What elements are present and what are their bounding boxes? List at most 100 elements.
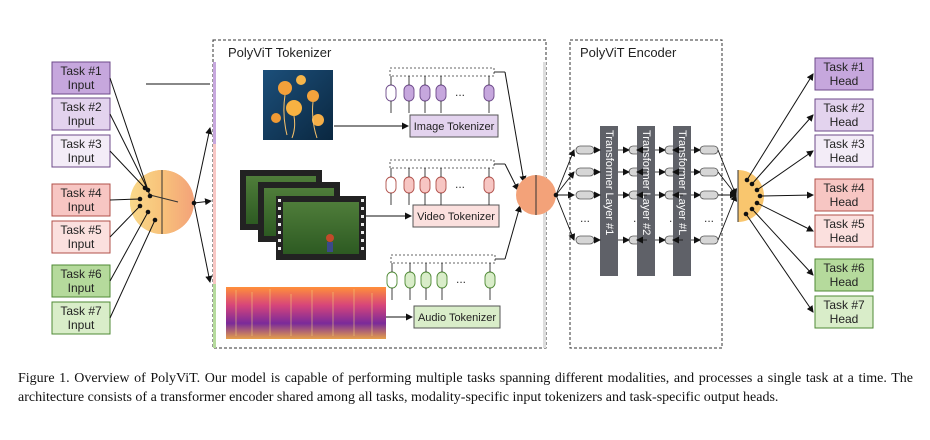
image-tokenizer-box: Image Tokenizer [409, 114, 499, 138]
token [436, 271, 448, 289]
video-tokenizer-box: Video Tokenizer [412, 204, 500, 228]
input-sublabel: Input [68, 318, 95, 332]
encoder-input-arrow [555, 149, 576, 196]
svg-text:Image Tokenizer: Image Tokenizer [414, 121, 495, 133]
input-sublabel: Input [68, 281, 95, 295]
input-sublabel: Input [68, 78, 95, 92]
encoder-input-arrow [555, 171, 575, 196]
input-sublabel: Input [68, 151, 95, 165]
input-label: Task #1 [60, 64, 102, 78]
input-label: Task #6 [60, 267, 102, 281]
token-ellipsis: ... [455, 85, 465, 99]
token-row-1: ... [385, 67, 505, 113]
token [484, 271, 496, 289]
video-input-thumbnail [240, 170, 366, 260]
svg-text:Transformer Layer #L: Transformer Layer #L [676, 130, 688, 235]
input-sublabel: Input [68, 114, 95, 128]
audio-tokenizer-box: Audio Tokenizer [413, 305, 501, 329]
router-input-arrow [504, 163, 519, 191]
token [419, 176, 431, 194]
input-connector [109, 211, 149, 282]
head-label: Task #2 [823, 101, 865, 115]
token [403, 176, 415, 194]
head-label: Task #7 [823, 298, 865, 312]
token [435, 176, 447, 194]
token [385, 176, 397, 194]
head-sublabel: Head [830, 115, 859, 129]
token [420, 271, 432, 289]
image-input-thumbnail [263, 70, 333, 140]
input-label: Task #5 [60, 223, 102, 237]
head-connector [746, 73, 814, 181]
input-label: Task #3 [60, 137, 102, 151]
input-connector [109, 198, 141, 201]
head-connector [756, 202, 814, 232]
input-connector [109, 205, 141, 238]
token-ellipsis: ... [456, 272, 466, 286]
token-row-3: ... [386, 254, 505, 300]
head-sublabel: Head [830, 195, 859, 209]
tokenizer-router [516, 175, 556, 215]
head-sublabel: Head [830, 151, 859, 165]
encoder-output-arrow [717, 149, 738, 196]
encoder-body: ............Transformer Layer #1Transfor… [553, 126, 738, 276]
input-router [130, 170, 194, 234]
token [385, 84, 397, 102]
router-output-arrow [193, 127, 213, 204]
encoder-title: PolyViT Encoder [580, 45, 677, 60]
input-sublabel: Input [68, 237, 95, 251]
head-sublabel: Head [830, 275, 859, 289]
connector-dot [142, 185, 148, 191]
svg-text:Audio Tokenizer: Audio Tokenizer [418, 312, 496, 324]
token [419, 84, 431, 102]
router-input-arrow [504, 71, 527, 183]
token [403, 84, 415, 102]
head-label: Task #6 [823, 261, 865, 275]
input-label: Task #2 [60, 100, 102, 114]
connector-dot [145, 209, 151, 215]
head-connector [759, 191, 814, 199]
input-connectors [109, 77, 213, 319]
head-label: Task #1 [823, 60, 865, 74]
token-rows: ......... [385, 67, 527, 300]
head-label: Task #3 [823, 137, 865, 151]
encoder-token [575, 167, 595, 177]
connector-dot [137, 196, 143, 202]
token [404, 271, 416, 289]
token-row-2: ... [385, 159, 505, 205]
input-sublabel: Input [68, 200, 95, 214]
transformer-layer-1: Transformer Layer #1 [594, 126, 630, 276]
input-connector [109, 150, 146, 189]
input-connector [109, 77, 151, 197]
connector-dot [152, 217, 158, 223]
head-connector [745, 213, 814, 313]
encoder-token [575, 190, 595, 200]
encoder-ellipsis: ... [704, 211, 714, 225]
head-label: Task #4 [823, 181, 865, 195]
input-label: Task #7 [60, 304, 102, 318]
encoder-token [699, 190, 719, 200]
router-output-arrow [193, 202, 213, 283]
head-sublabel: Head [830, 312, 859, 326]
encoder-token [575, 235, 595, 245]
head-sublabel: Head [830, 231, 859, 245]
input-connector [109, 113, 149, 191]
encoder-input-arrow [555, 194, 576, 241]
encoder-token [699, 235, 719, 245]
token [435, 84, 447, 102]
svg-text:Transformer Layer #1: Transformer Layer #1 [603, 130, 615, 235]
head-connector [756, 150, 814, 191]
token [386, 271, 398, 289]
